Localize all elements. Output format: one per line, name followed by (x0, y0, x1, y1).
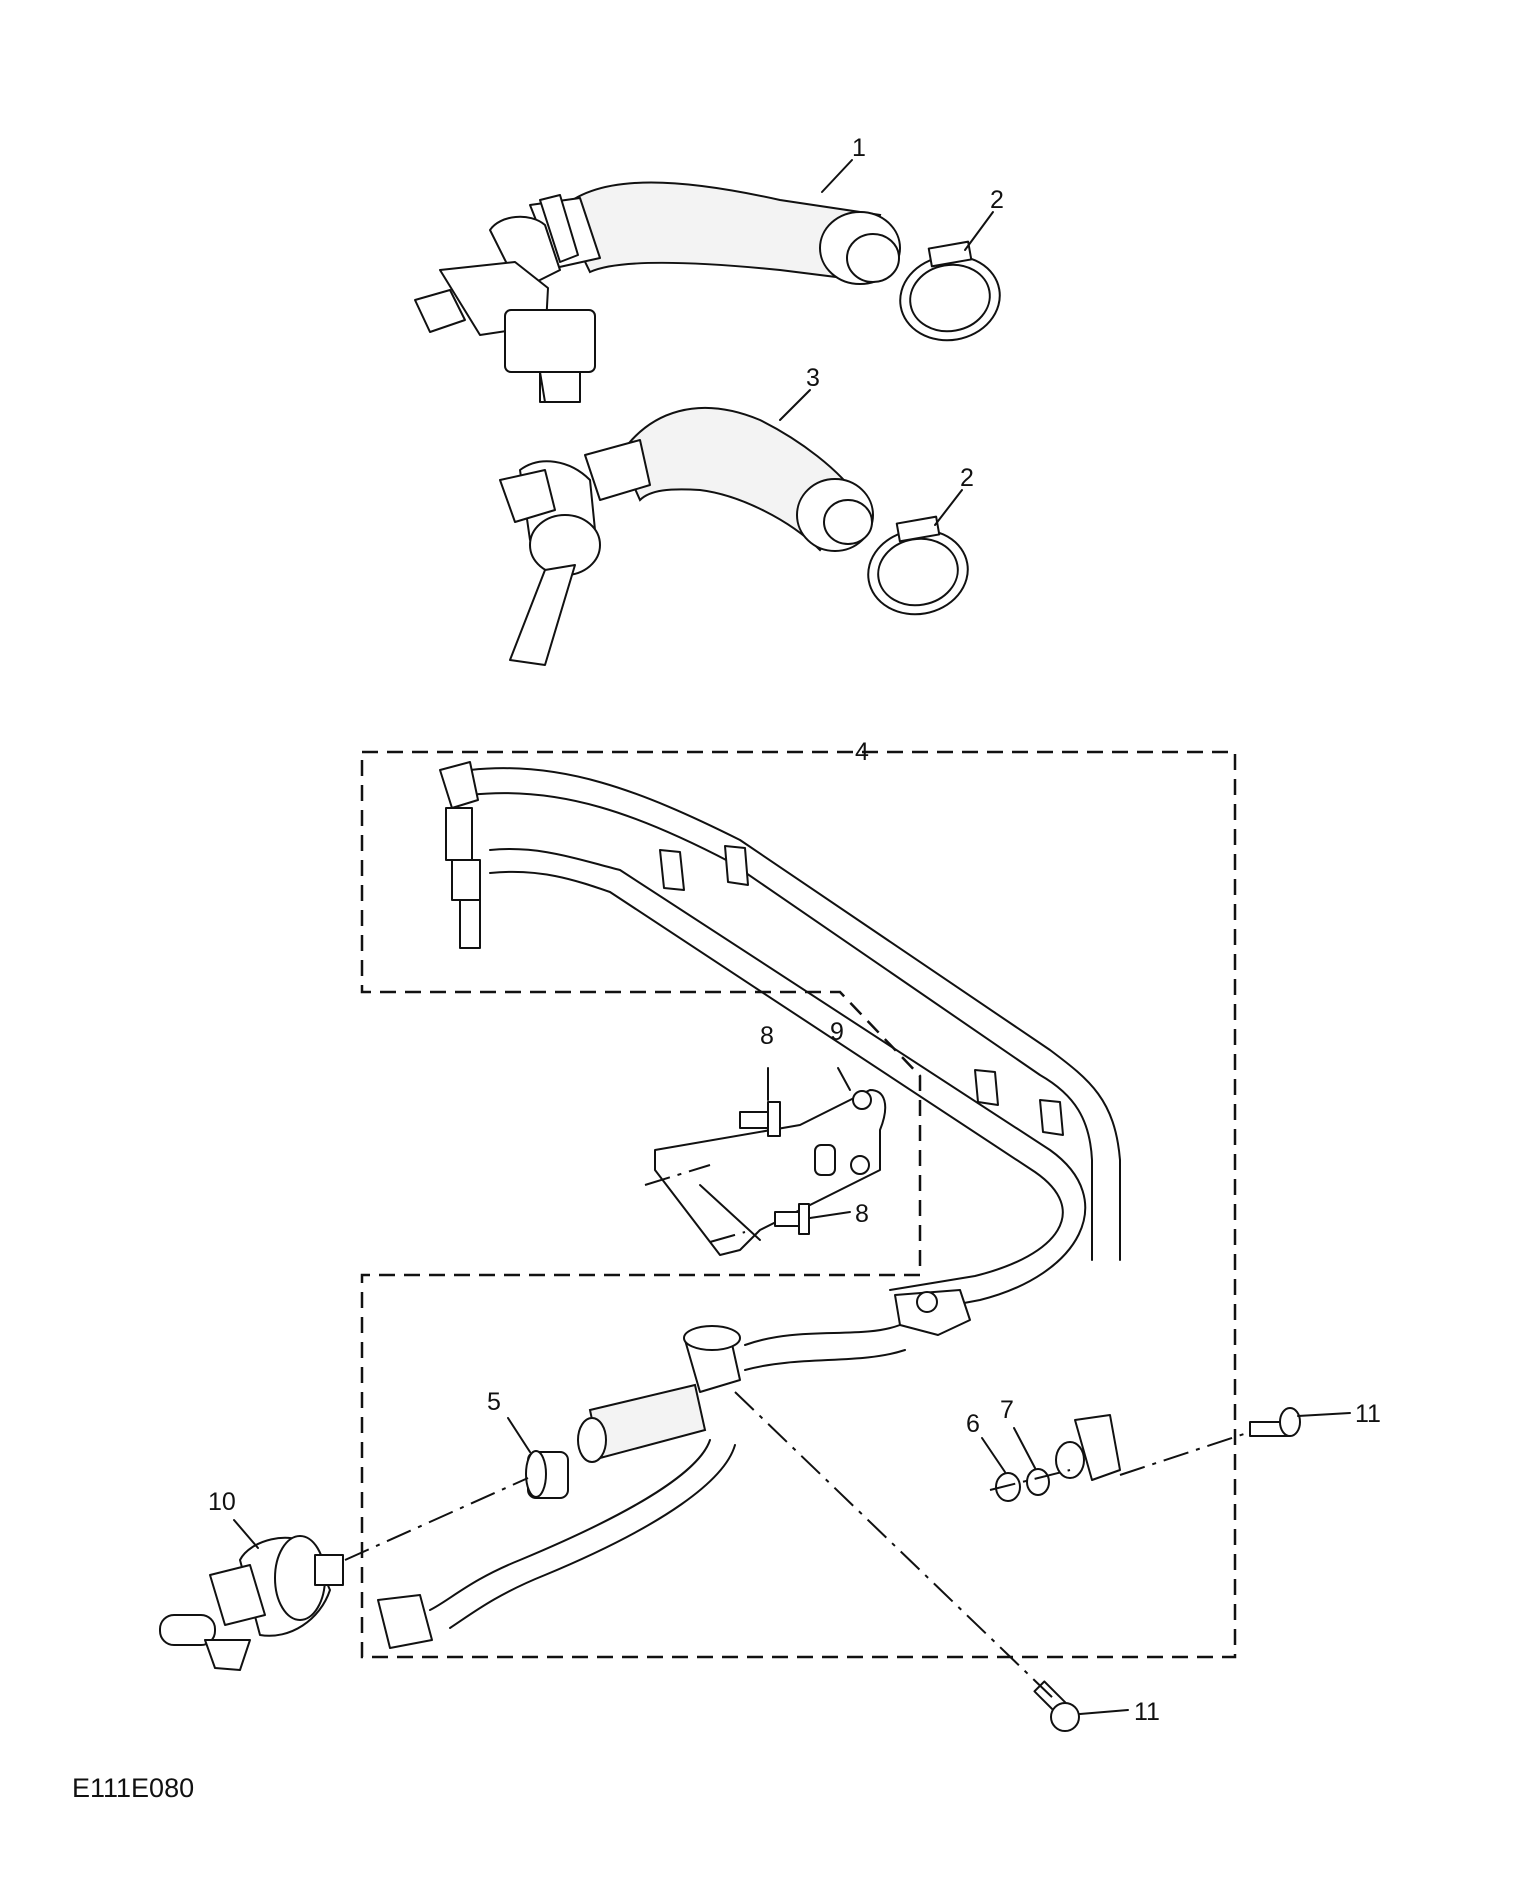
part-8-bolt-upper (739, 1101, 781, 1137)
callout-labels: 1 2 3 2 4 8 9 8 5 6 7 10 11 11 (208, 134, 1381, 1726)
callout-8-lower: 8 (855, 1200, 869, 1228)
part-5-cap (525, 1450, 569, 1499)
callout-10: 10 (208, 1488, 236, 1516)
callout-11-right: 11 (1355, 1400, 1381, 1428)
callout-1: 1 (852, 134, 866, 162)
callout-2-upper: 2 (990, 186, 1004, 214)
callout-6: 6 (966, 1410, 980, 1438)
part-9-bracket (654, 1089, 887, 1256)
part-8-bolt-lower (774, 1203, 810, 1235)
diagram-reference-code: E111E080 (72, 1773, 194, 1803)
part-4-pipe-assembly (377, 761, 1121, 1649)
part-2-hose-clamp-upper (899, 240, 1001, 342)
callout-11-bottom: 11 (1134, 1698, 1160, 1726)
assembly-4-outline (360, 750, 1237, 1659)
assembly-axis-lines (344, 1164, 1251, 1701)
callout-5: 5 (487, 1388, 501, 1416)
callout-9: 9 (830, 1018, 844, 1046)
callout-4: 4 (855, 738, 869, 766)
callout-8-upper: 8 (760, 1022, 774, 1050)
callout-3: 3 (806, 364, 820, 392)
part-11-bolt-right (1249, 1407, 1301, 1437)
callout-2-lower: 2 (960, 464, 974, 492)
leader-lines (233, 159, 1351, 1715)
part-11-bolt-bottom (1033, 1680, 1080, 1732)
callout-7: 7 (1000, 1396, 1014, 1424)
part-1-hose (414, 181, 901, 403)
part-2-hose-clamp-lower (867, 515, 969, 616)
part-10-purge-valve (159, 1535, 344, 1671)
part-7-o-ring (1026, 1468, 1050, 1496)
part-3-hose (499, 407, 874, 666)
part-6-o-ring (995, 1472, 1021, 1502)
